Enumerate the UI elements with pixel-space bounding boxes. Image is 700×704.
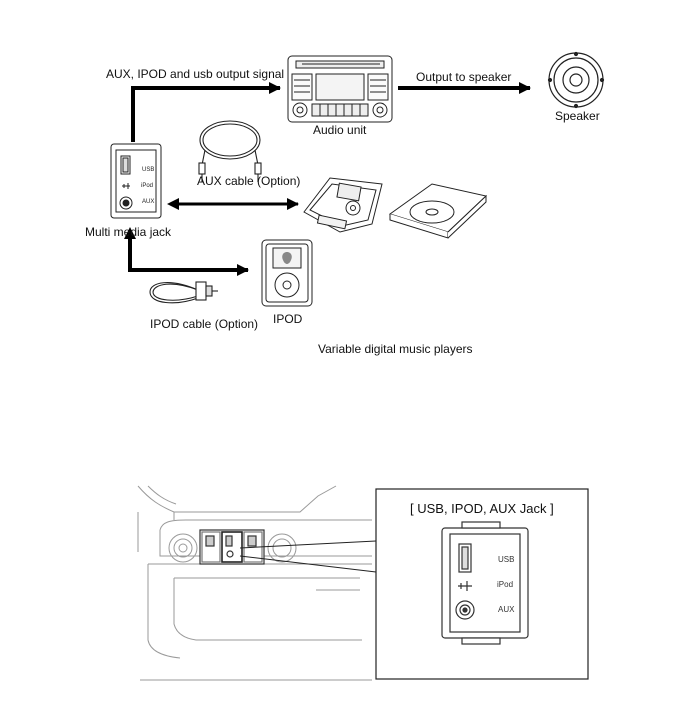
console-drawing xyxy=(137,485,372,681)
output-signal-label: AUX, IPOD and usb output signal xyxy=(106,67,285,81)
aux-cable-label: AUX cable (Option) xyxy=(197,174,301,188)
output-speaker-label: Output to speaker xyxy=(416,70,512,84)
mp3-player-drawing xyxy=(303,177,383,233)
multi-media-jack-drawing xyxy=(110,143,162,219)
jack-detail-title: [ USB, IPOD, AUX Jack ] xyxy=(410,501,554,516)
ipod-drawing xyxy=(261,239,313,307)
jack-ipod-text: iPod xyxy=(141,183,153,189)
cd-player-drawing xyxy=(388,183,488,239)
detail-leader-lines xyxy=(239,540,377,573)
detail-ipod-text: iPod xyxy=(497,580,513,589)
detail-aux-text: AUX xyxy=(498,605,515,614)
arrow-jack-to-audio-unit xyxy=(131,82,281,142)
ipod-cable-drawing xyxy=(149,281,218,304)
audio-unit-drawing xyxy=(287,55,393,123)
jack-detail-drawing xyxy=(441,521,529,645)
aux-cable-drawing xyxy=(198,120,262,182)
speaker-drawing xyxy=(547,51,605,109)
arrow-jack-to-ipod xyxy=(124,227,249,276)
signal-arrows xyxy=(124,82,531,276)
multi-media-jack-label: Multi media jack xyxy=(85,225,172,239)
variable-players-label: Variable digital music players xyxy=(318,342,473,356)
detail-usb-text: USB xyxy=(498,555,514,564)
audio-unit-label: Audio unit xyxy=(313,123,367,137)
ipod-label: IPOD xyxy=(273,312,303,326)
jack-aux-text: AUX xyxy=(142,199,154,205)
jack-usb-text: USB xyxy=(142,167,154,173)
ipod-cable-label: IPOD cable (Option) xyxy=(150,317,259,331)
speaker-label: Speaker xyxy=(555,109,600,123)
